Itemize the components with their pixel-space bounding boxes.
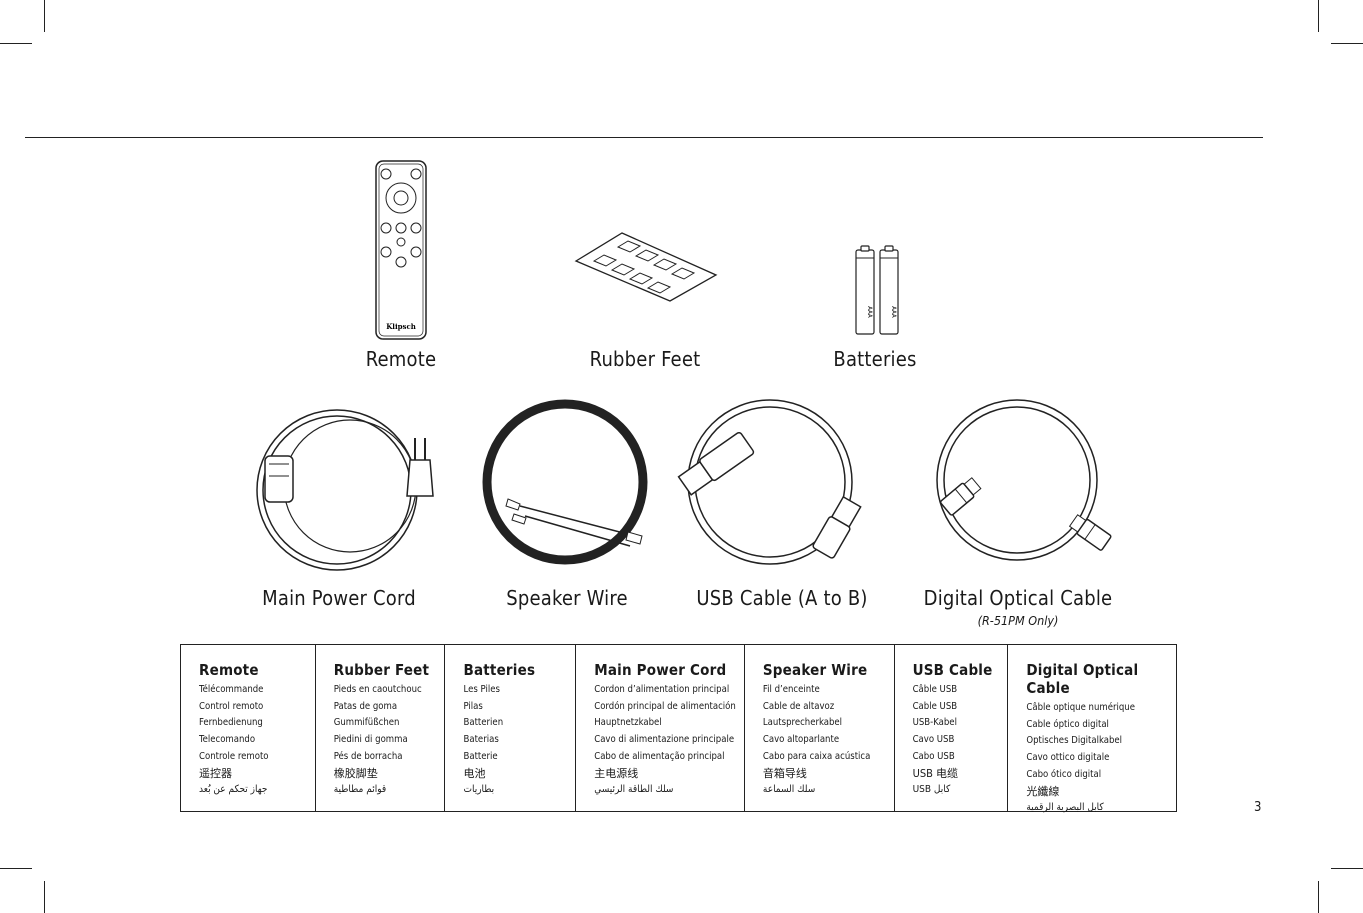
power-cord-illustration bbox=[256, 409, 434, 571]
crop-mark bbox=[44, 0, 45, 32]
column-title: Batteries bbox=[463, 661, 536, 679]
translation: 电池 bbox=[463, 766, 486, 780]
column-title: Digital Optical Cable bbox=[1026, 661, 1139, 697]
crop-mark bbox=[1318, 0, 1319, 32]
crop-mark bbox=[44, 881, 45, 913]
translation: Batterien bbox=[463, 717, 504, 729]
power-cord-label: Main Power Cord bbox=[262, 586, 416, 610]
optical-cable-label: Digital Optical Cable bbox=[923, 586, 1113, 610]
speaker-wire-label: Speaker Wire bbox=[506, 586, 628, 610]
translation: Pés de borracha bbox=[333, 750, 403, 762]
battery-label: AAA bbox=[890, 306, 897, 318]
translation: Pieds en caoutchouc bbox=[333, 684, 422, 695]
batteries-illustration: AAA AAA bbox=[855, 245, 899, 335]
batteries-label: Batteries bbox=[833, 347, 917, 371]
translation: جهاز تحكم عن بُعد bbox=[199, 784, 268, 796]
column-title: Remote bbox=[199, 661, 259, 679]
table-column: Main Power Cord Cordon d’alimentation pr… bbox=[576, 645, 745, 811]
translation: USB-Kabel bbox=[912, 717, 957, 729]
translation: Câble optique numérique bbox=[1026, 702, 1135, 713]
optical-cable-illustration bbox=[936, 399, 1112, 561]
translation: Lautsprecherkabel bbox=[762, 717, 843, 729]
translation: Control remoto bbox=[199, 700, 264, 712]
translation: USB 电缆 bbox=[912, 766, 959, 780]
table-column: Rubber Feet Pieds en caoutchouc Patas de… bbox=[316, 645, 446, 811]
translation: Cavo USB bbox=[912, 734, 955, 746]
table-column: Digital Optical Cable Câble optique numé… bbox=[1008, 645, 1176, 813]
translation: 橡胶脚垫 bbox=[333, 766, 378, 780]
translation: Pilas bbox=[463, 700, 483, 712]
translation: Cabo USB bbox=[912, 750, 955, 762]
battery-label: AAA bbox=[866, 306, 873, 318]
translation: Baterias bbox=[463, 734, 499, 746]
translation: Batterie bbox=[463, 750, 498, 762]
translation: Cabo ótico digital bbox=[1026, 768, 1102, 780]
column-title: Rubber Feet bbox=[333, 661, 430, 679]
translation: Cordon d’alimentation principal bbox=[594, 684, 730, 695]
translation: Cordón principal de alimentación bbox=[594, 700, 736, 712]
remote-logo: Klipsch bbox=[386, 322, 416, 331]
translation: Piedini di gomma bbox=[333, 734, 408, 746]
translation: Cable de altavoz bbox=[762, 700, 835, 712]
table-column: USB Cable Câble USB Cable USB USB-Kabel … bbox=[895, 645, 1009, 811]
crop-mark bbox=[1331, 43, 1363, 44]
translation: قوائم مطاطية bbox=[333, 784, 387, 796]
translation: Patas de goma bbox=[333, 700, 398, 712]
translation: Câble USB bbox=[912, 684, 958, 695]
translation-table: Remote Télécommande Control remoto Fernb… bbox=[180, 644, 1177, 813]
remote-label: Remote bbox=[365, 347, 437, 371]
rubber-feet-illustration bbox=[574, 232, 718, 302]
translation: Les Piles bbox=[463, 684, 500, 695]
translation: 音箱导线 bbox=[762, 766, 807, 780]
crop-mark bbox=[0, 43, 32, 44]
translation: Cavo di alimentazione principale bbox=[594, 734, 735, 746]
crop-mark bbox=[1331, 868, 1363, 869]
remote-illustration: Klipsch bbox=[375, 160, 427, 340]
translation: 光纖線 bbox=[1026, 784, 1060, 798]
table-column: Batteries Les Piles Pilas Batterien Bate… bbox=[445, 645, 577, 811]
crop-mark bbox=[1318, 881, 1319, 913]
translation: كابل USB bbox=[912, 784, 951, 796]
translation: سلك السماعة bbox=[762, 784, 816, 796]
optical-cable-note: (R-51PM Only) bbox=[977, 613, 1059, 628]
translation: Hauptnetzkabel bbox=[594, 717, 662, 729]
translation: Cabo para caixa acústica bbox=[762, 750, 871, 762]
translation: Cable óptico digital bbox=[1026, 718, 1109, 730]
translation: كابل البصرية الرقمية bbox=[1026, 802, 1104, 814]
column-title: USB Cable bbox=[912, 661, 993, 679]
column-title: Main Power Cord bbox=[594, 661, 727, 679]
table-column: Speaker Wire Fil d’enceinte Cable de alt… bbox=[745, 645, 895, 811]
speaker-wire-illustration bbox=[482, 399, 648, 565]
translation: بطاريات bbox=[463, 784, 495, 796]
translation: Controle remoto bbox=[199, 750, 269, 762]
translation: Telecomando bbox=[199, 734, 256, 746]
rubber-feet-label: Rubber Feet bbox=[589, 347, 701, 371]
header-rule bbox=[25, 137, 1263, 138]
usb-cable-illustration bbox=[677, 399, 862, 565]
column-title: Speaker Wire bbox=[762, 661, 868, 679]
translation: 遥控器 bbox=[199, 766, 232, 780]
translation: Cable USB bbox=[912, 700, 958, 712]
translation: Télécommande bbox=[199, 684, 264, 695]
usb-cable-label: USB Cable (A to B) bbox=[696, 586, 868, 610]
translation: Gummifüßchen bbox=[333, 717, 400, 729]
translation: Cabo de alimentação principal bbox=[594, 750, 725, 762]
translation: Fil d’enceinte bbox=[762, 684, 820, 695]
translation: Fernbedienung bbox=[199, 717, 263, 729]
translation: Optisches Digitalkabel bbox=[1026, 735, 1123, 747]
translation: 主电源线 bbox=[594, 766, 639, 780]
translation: Cavo altoparlante bbox=[762, 734, 840, 746]
translation: Cavo ottico digitale bbox=[1026, 752, 1110, 764]
page-number: 3 bbox=[1254, 800, 1262, 815]
translation: سلك الطاقة الرئيسي bbox=[594, 784, 674, 796]
crop-mark bbox=[0, 868, 32, 869]
table-column: Remote Télécommande Control remoto Fernb… bbox=[181, 645, 316, 811]
